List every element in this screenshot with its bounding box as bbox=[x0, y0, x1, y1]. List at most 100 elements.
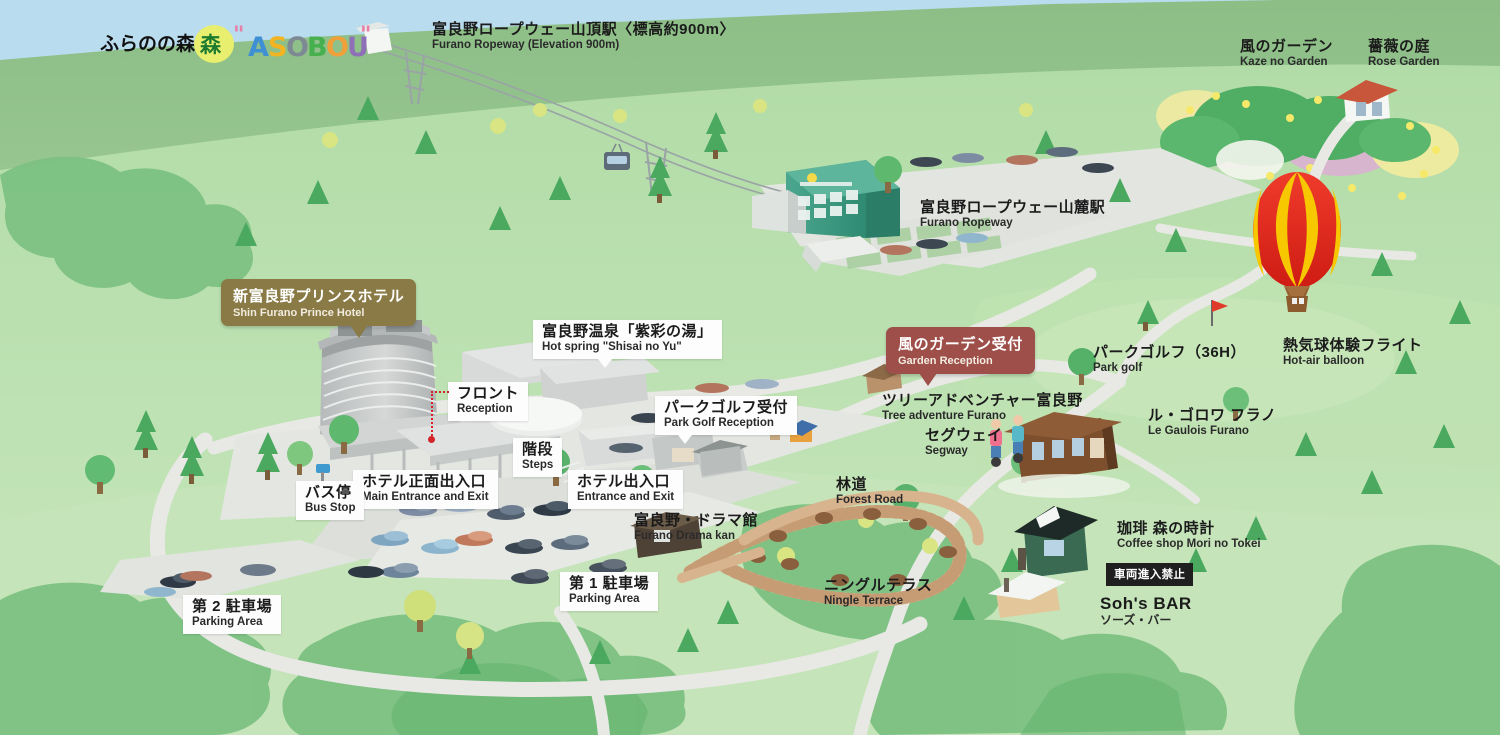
label-en: Main Entrance and Exit bbox=[362, 491, 489, 504]
label-en: Rose Garden bbox=[1368, 56, 1440, 69]
label-en: Reception bbox=[457, 403, 513, 416]
label-sohs-bar: Soh's BAR ソーズ・バー bbox=[1100, 594, 1192, 628]
hot-spring-label-notch bbox=[598, 359, 612, 368]
rose-garden-cottage bbox=[1336, 80, 1398, 122]
label-ja: Soh's BAR bbox=[1100, 594, 1192, 613]
label-ningle-terrace: ニングルテラス Ningle Terrace bbox=[824, 577, 933, 608]
label-en: Furano Ropeway bbox=[920, 217, 1013, 230]
label-en: Hot-air balloon bbox=[1283, 355, 1365, 368]
forest-road-hut bbox=[700, 446, 742, 476]
summit-station bbox=[356, 22, 392, 54]
label-entrance-and-exit: ホテル出入口 Entrance and Exit bbox=[568, 470, 684, 509]
label-furano-ropeway-summit: 富良野ロープウェー山頂駅〈標高約900m〉 Furano Ropeway (El… bbox=[432, 21, 735, 52]
label-en: Kaze no Garden bbox=[1240, 56, 1328, 69]
label-coffee-shop-mori-no-tokei: 珈琲 森の時計 Coffee shop Mori no Tokei bbox=[1117, 520, 1261, 551]
callout-ja: 風のガーデン受付 bbox=[898, 336, 1023, 353]
sohs-bar-building bbox=[988, 572, 1066, 618]
svg-text:U: U bbox=[347, 32, 369, 63]
label-en: Park Golf Reception bbox=[664, 417, 774, 430]
callout-shin-furano-prince-hotel[interactable]: 新富良野プリンスホテル Shin Furano Prince Hotel bbox=[221, 279, 417, 338]
label-furano-ropeway-base: 富良野ロープウェー山麓駅 Furano Ropeway bbox=[920, 199, 1106, 230]
label-ja: 富良野ロープウェー山麓駅 bbox=[920, 199, 1106, 216]
label-ja: セグウェイ bbox=[925, 427, 1003, 444]
label-ja: 薔薇の庭 bbox=[1368, 38, 1431, 55]
logo-japanese-text: ふらのの森 bbox=[100, 32, 196, 55]
callout-garden-reception[interactable]: 風のガーデン受付 Garden Reception bbox=[886, 327, 1035, 386]
coffee-shop-building bbox=[1014, 506, 1098, 578]
le-gaulois-lodge bbox=[998, 412, 1130, 498]
label-ja: パークゴルフ受付 bbox=[664, 399, 789, 416]
golf-flag bbox=[1211, 300, 1228, 326]
label-hot-air-balloon: 熱気球体験フライト Hot-air balloon bbox=[1283, 337, 1423, 368]
svg-text:S: S bbox=[268, 32, 287, 63]
callout-en: Shin Furano Prince Hotel bbox=[233, 307, 365, 319]
label-ja: 富良野・ドラマ館 bbox=[634, 512, 759, 529]
label-park-golf: パークゴルフ（36H） Park golf bbox=[1093, 344, 1247, 375]
label-ja: ツリーアドベンチャー富良野 bbox=[882, 392, 1083, 409]
label-ja: ニングルテラス bbox=[824, 577, 933, 594]
label-ja: 第 1 駐車場 bbox=[569, 575, 650, 592]
label-ja: パークゴルフ（36H） bbox=[1093, 344, 1247, 361]
reception-leader-horizontal bbox=[431, 391, 449, 393]
label-park-golf-reception: パークゴルフ受付 Park Golf Reception bbox=[655, 396, 798, 435]
label-en: Ningle Terrace bbox=[824, 595, 904, 608]
label-ja: 富良野温泉「紫彩の湯」 bbox=[542, 323, 713, 340]
svg-text:O: O bbox=[286, 32, 309, 63]
label-ja: バス停 bbox=[305, 484, 352, 501]
label-parking-area-1: 第 1 駐車場 Parking Area bbox=[560, 572, 659, 611]
label-forest-road: 林道 Forest Road bbox=[836, 476, 903, 507]
label-ja: ホテル出入口 bbox=[577, 473, 671, 490]
svg-text:": " bbox=[233, 23, 244, 48]
label-ja: 珈琲 森の時計 bbox=[1117, 520, 1215, 537]
segway-figures bbox=[990, 415, 1024, 467]
label-ja: 階段 bbox=[522, 441, 554, 458]
label-en: Park golf bbox=[1093, 362, 1143, 375]
label-reception: フロント Reception bbox=[448, 382, 529, 421]
label-ja: 熱気球体験フライト bbox=[1283, 337, 1423, 354]
label-furano-drama-kan: 富良野・ドラマ館 Furano Drama kan bbox=[634, 512, 759, 543]
label-ja: 風のガーデン bbox=[1240, 38, 1334, 55]
label-en: Segway bbox=[925, 445, 968, 458]
label-en: Furano Ropeway (Elevation 900m) bbox=[432, 39, 620, 52]
svg-text:A: A bbox=[248, 32, 269, 63]
label-en: Furano Drama kan bbox=[634, 530, 735, 543]
label-bus-stop: バス停 Bus Stop bbox=[296, 481, 365, 520]
label-rose-garden: 薔薇の庭 Rose Garden bbox=[1368, 38, 1440, 69]
kaze-no-garden-foliage bbox=[1156, 86, 1459, 200]
reception-pointer-dot bbox=[428, 436, 435, 443]
drama-kan-building bbox=[630, 512, 702, 558]
label-kaze-no-garden: 風のガーデン Kaze no Garden bbox=[1240, 38, 1334, 69]
label-steps: 階段 Steps bbox=[513, 438, 563, 477]
reception-leader-vertical bbox=[431, 391, 433, 439]
label-hot-spring-shisai-no-yu: 富良野温泉「紫彩の湯」 Hot spring "Shisai no Yu" bbox=[533, 320, 722, 359]
label-en: Tree adventure Furano bbox=[882, 410, 1006, 423]
label-ja: フロント bbox=[457, 385, 520, 402]
label-main-entrance-and-exit: ホテル正面出入口 Main Entrance and Exit bbox=[353, 470, 498, 509]
label-en: Coffee shop Mori no Tokei bbox=[1117, 538, 1261, 551]
ropeway-cable bbox=[371, 39, 803, 205]
label-en: Hot spring "Shisai no Yu" bbox=[542, 341, 682, 354]
asobou-logo: ふらのの森 森 " A S O B O U " bbox=[100, 23, 371, 63]
svg-text:O: O bbox=[326, 32, 349, 63]
gondola-cabin bbox=[604, 143, 630, 170]
label-ja: 第 2 駐車場 bbox=[192, 598, 273, 615]
label-ja: ホテル正面出入口 bbox=[362, 473, 487, 490]
label-en: Parking Area bbox=[192, 616, 263, 629]
label-segway: セグウェイ Segway bbox=[925, 427, 1003, 458]
label-en: ソーズ・バー bbox=[1100, 613, 1172, 628]
svg-text:": " bbox=[360, 23, 371, 48]
label-en: Entrance and Exit bbox=[577, 491, 675, 504]
park-golf-reception-label-notch bbox=[678, 435, 692, 444]
ningle-terrace-boardwalk bbox=[677, 490, 984, 607]
hot-air-balloon-icon bbox=[1253, 172, 1341, 312]
callout-ja: 新富良野プリンスホテル bbox=[233, 288, 405, 305]
label-ja: 富良野ロープウェー山頂駅〈標高約900m〉 bbox=[432, 21, 735, 38]
ropeway-base-building bbox=[752, 160, 900, 272]
svg-text:B: B bbox=[307, 32, 328, 63]
label-le-gaulois-furano: ル・ゴロワ フラノ Le Gaulois Furano bbox=[1148, 407, 1276, 438]
callout-tail bbox=[349, 325, 368, 338]
label-en: Bus Stop bbox=[305, 502, 356, 515]
bus-stop-sign bbox=[316, 464, 330, 482]
shin-furano-prince-hotel-building bbox=[318, 319, 716, 486]
